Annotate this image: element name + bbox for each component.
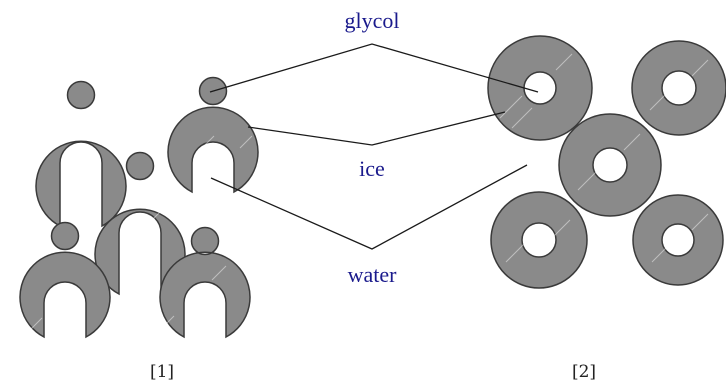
ice-particle xyxy=(168,78,258,193)
glycol-core xyxy=(662,71,696,105)
water-label: water xyxy=(348,262,398,287)
glycol-core xyxy=(524,72,556,104)
ice-label: ice xyxy=(359,156,385,181)
panel-1-particles xyxy=(20,78,258,338)
glycol-core xyxy=(593,148,627,182)
panel-2-label: [2] xyxy=(572,362,596,382)
glycol-core xyxy=(662,224,694,256)
glycol-core xyxy=(522,223,556,257)
glycol-label: glycol xyxy=(345,8,400,33)
panel-1-label: [1] xyxy=(150,362,174,382)
panel-2-particles xyxy=(488,36,726,288)
ice-leader xyxy=(248,112,505,145)
ice-particle xyxy=(36,82,126,227)
leader-lines xyxy=(210,44,538,249)
